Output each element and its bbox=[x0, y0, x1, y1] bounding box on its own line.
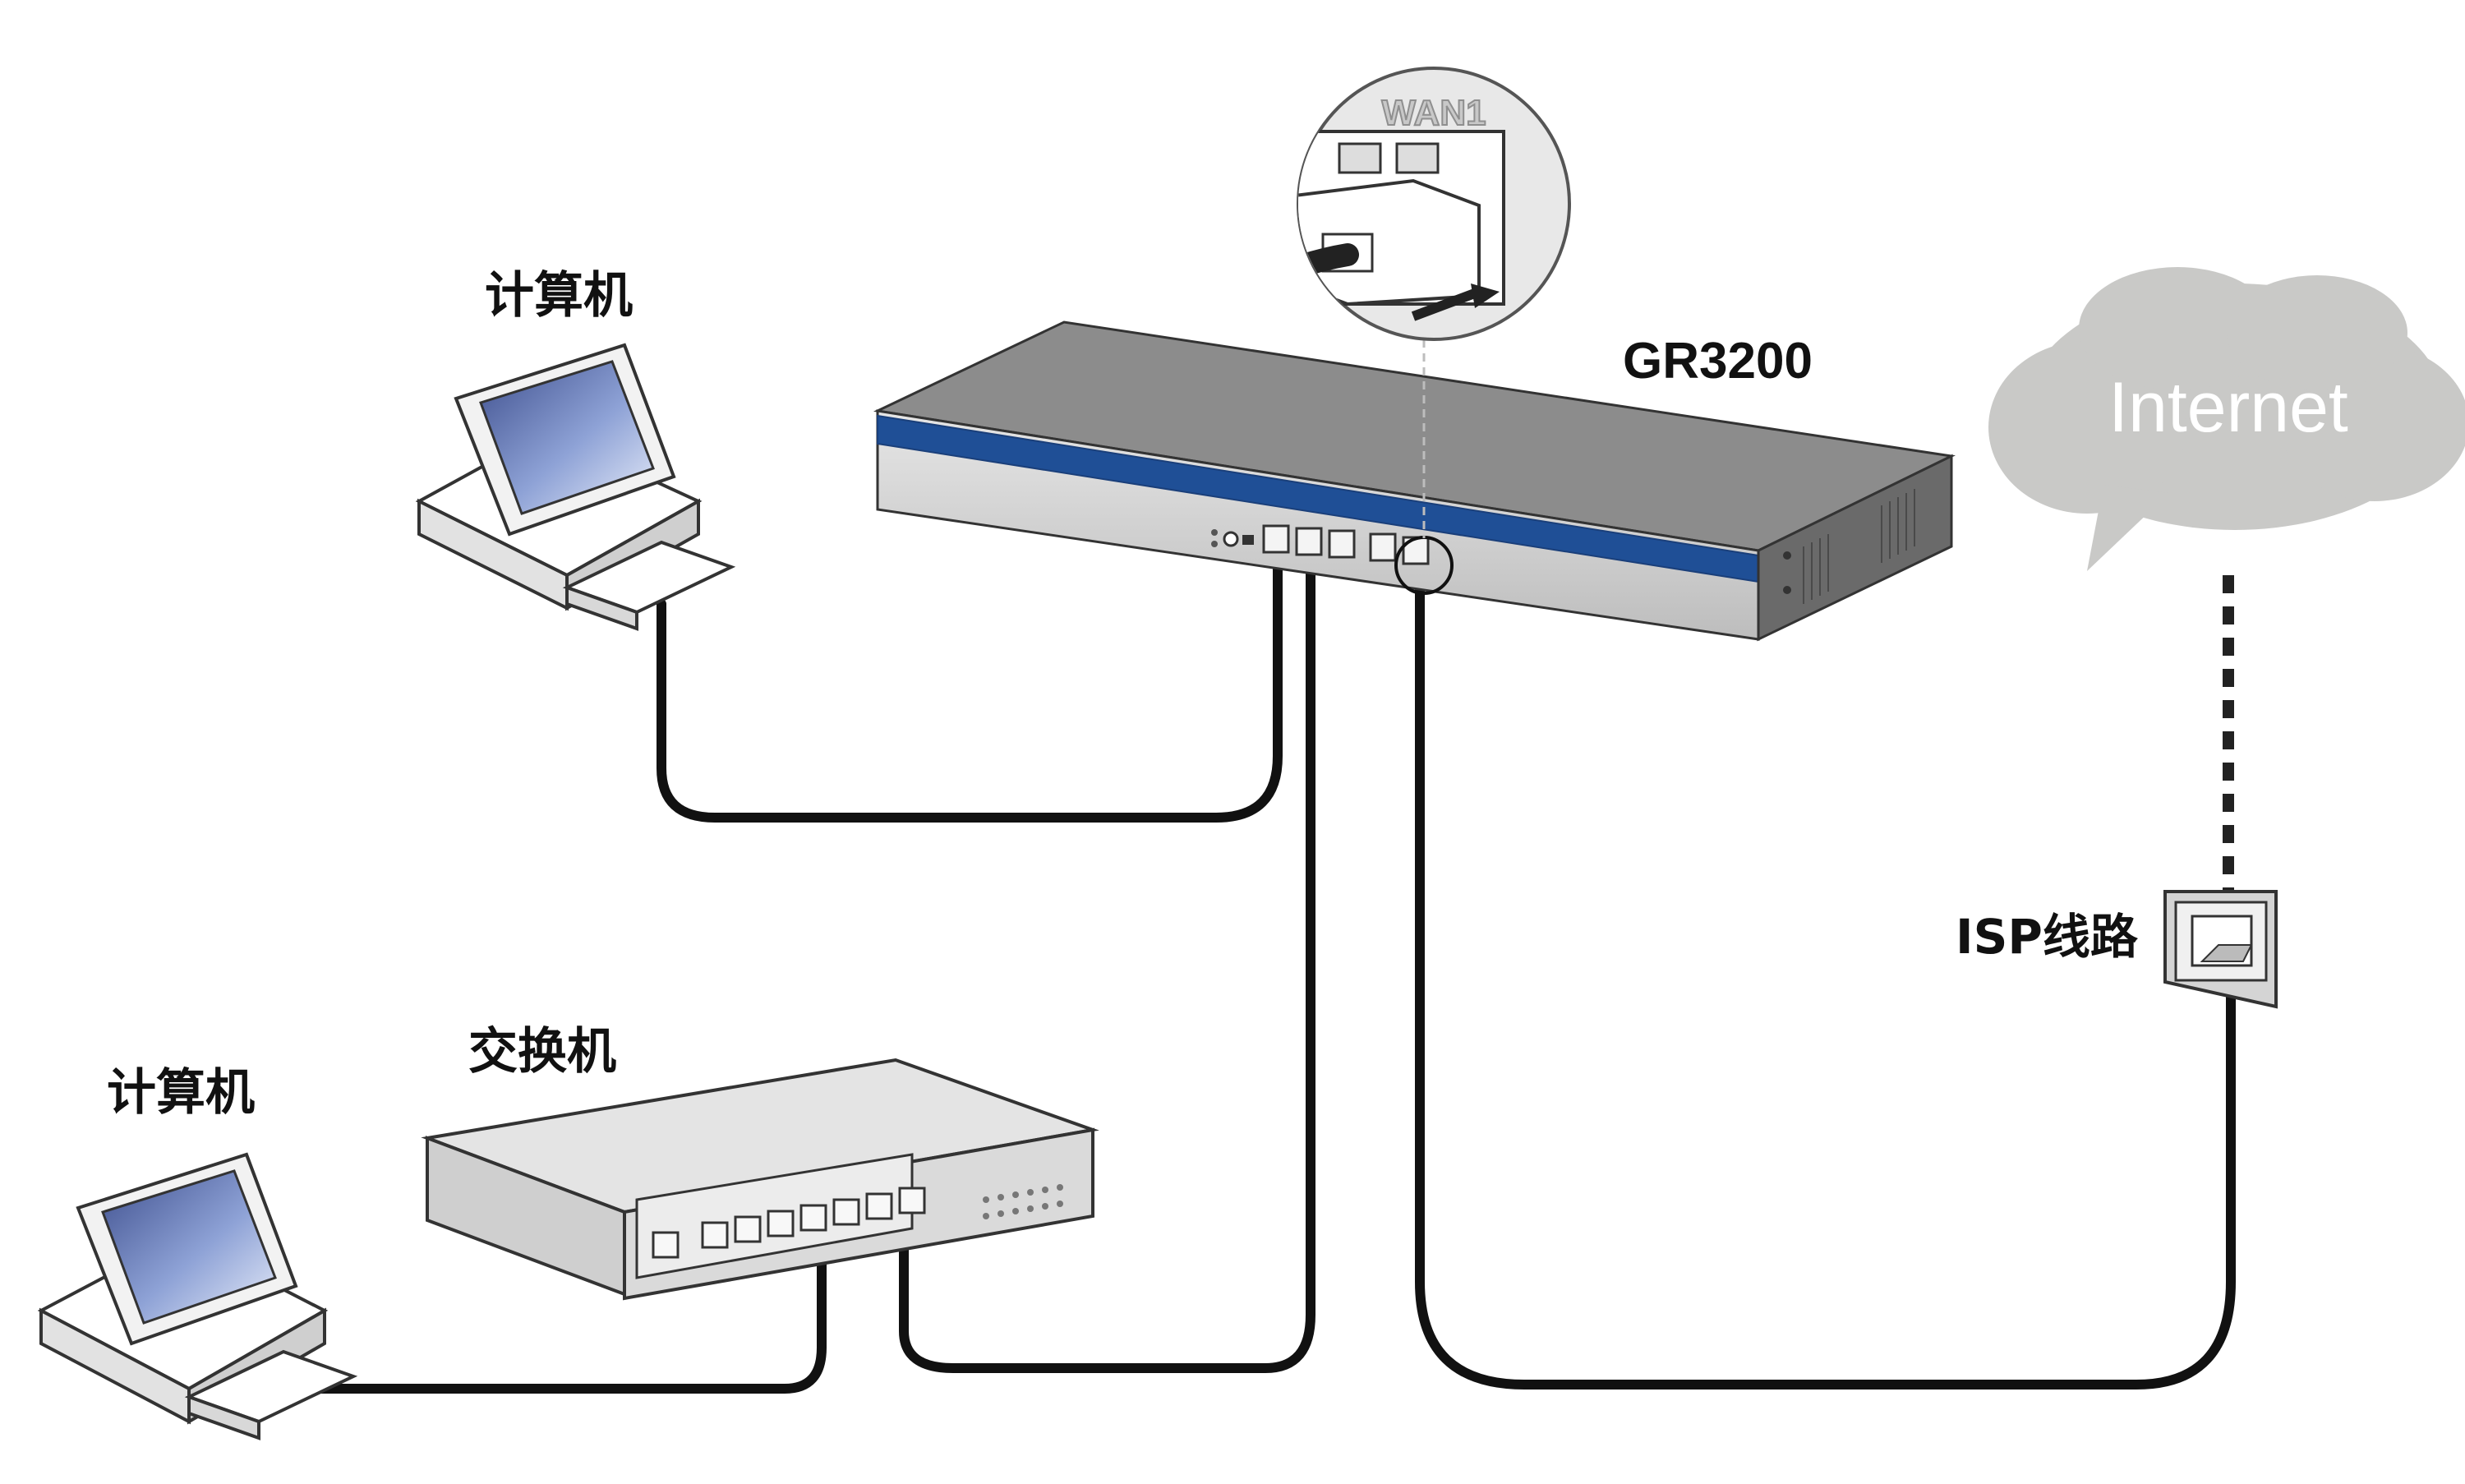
computer-bottom-label: 计算机 bbox=[107, 1064, 255, 1122]
wan1-zoom-detail: WAN1 bbox=[1297, 67, 1571, 341]
cable-router-wan-to-isp bbox=[1415, 574, 2236, 1390]
switch-device bbox=[421, 1058, 1099, 1301]
console-port-icon bbox=[1242, 535, 1254, 545]
switch-ports bbox=[652, 1187, 926, 1259]
router-model-label: GR3200 bbox=[1623, 333, 1813, 389]
cables bbox=[307, 546, 2236, 1394]
cable-switch-to-router bbox=[899, 546, 1315, 1373]
computer-top bbox=[415, 343, 736, 631]
switch-label: 交换机 bbox=[468, 1023, 616, 1081]
computer-bottom bbox=[37, 1152, 358, 1440]
router-gr3200 bbox=[873, 320, 1956, 642]
cable-computer-top-to-router bbox=[657, 546, 1283, 823]
isp-line-label: ISP线路 bbox=[1956, 909, 2139, 965]
reset-button-icon bbox=[1223, 531, 1239, 547]
led-icon bbox=[1211, 541, 1218, 547]
isp-wall-jack bbox=[2163, 890, 2278, 1009]
internet-cloud bbox=[1988, 267, 2465, 571]
led-icon bbox=[1211, 529, 1218, 536]
router-side-vents bbox=[1803, 489, 1915, 604]
switch-leds bbox=[983, 1184, 1063, 1219]
internet-label: Internet bbox=[2108, 368, 2348, 447]
wan1-label: WAN1 bbox=[1381, 93, 1486, 133]
cable-computer-bottom-to-switch bbox=[307, 1219, 827, 1394]
computer-top-label: 计算机 bbox=[485, 267, 633, 325]
